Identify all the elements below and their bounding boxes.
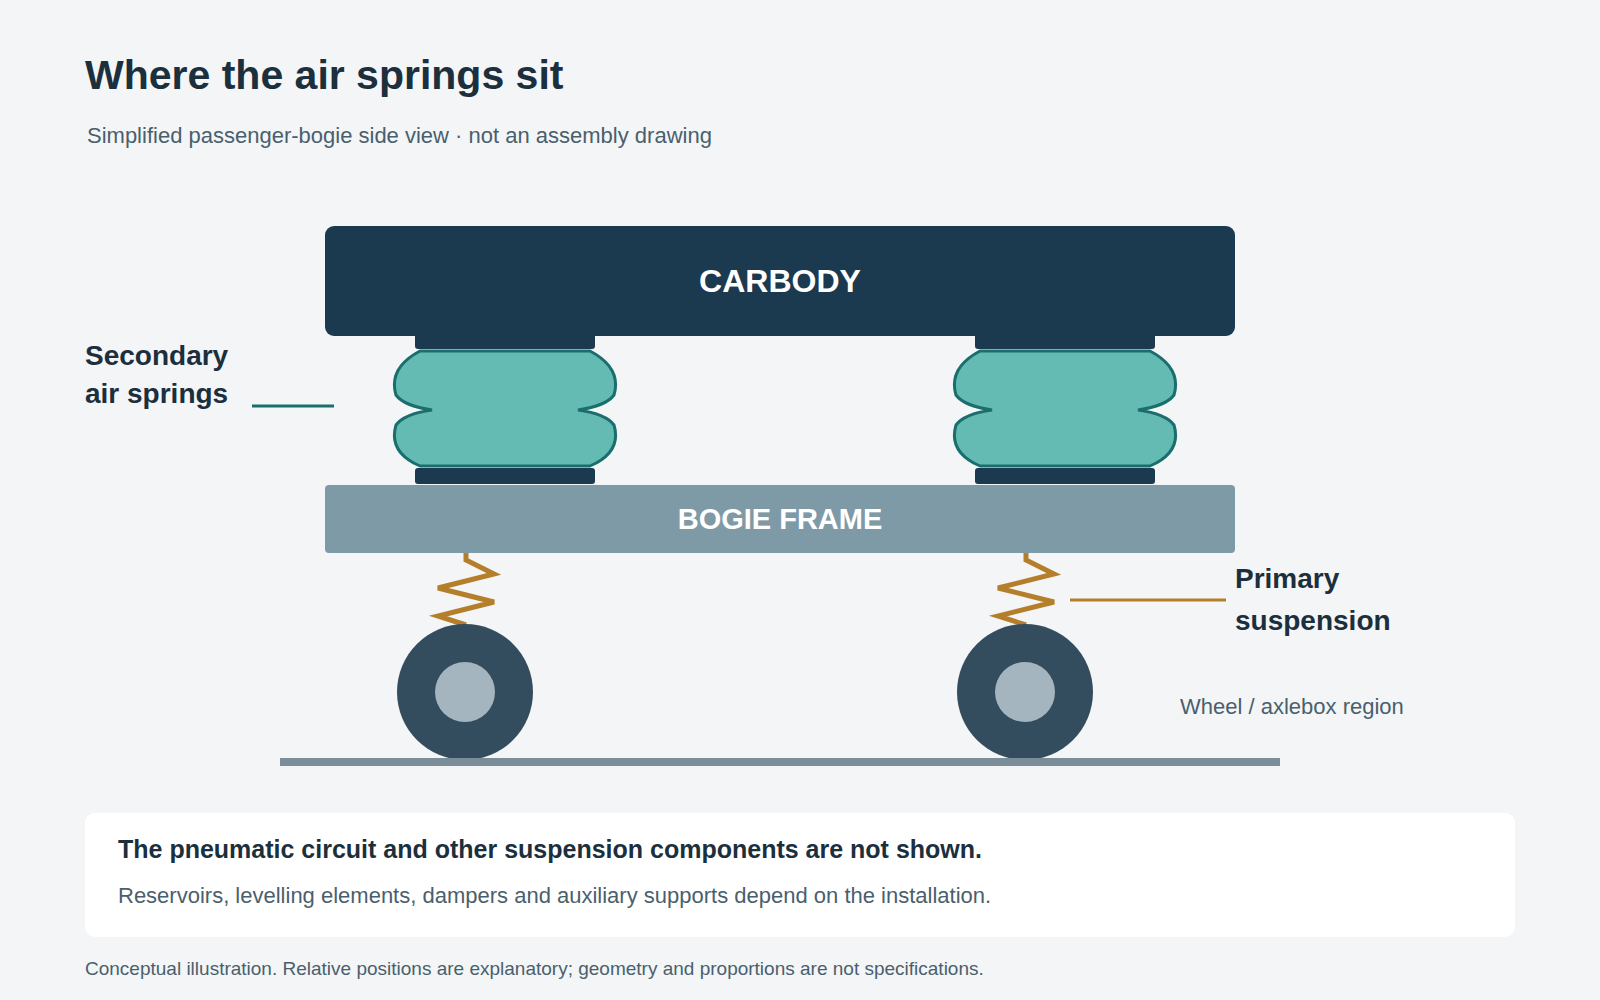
part-label: Secondary air springs xyxy=(85,337,255,413)
carbody-box: CARBODY xyxy=(325,226,1235,336)
page-title: Where the air springs sit xyxy=(85,52,563,99)
leader-line xyxy=(1070,599,1226,602)
node-body: Reservoirs, levelling elements, dampers … xyxy=(118,883,991,909)
node-heading: CARBODY xyxy=(699,263,861,300)
subtitle: Simplified passenger-bogie side view · n… xyxy=(87,123,712,149)
caption: Conceptual illustration. Relative positi… xyxy=(85,958,984,980)
region-label: Wheel / axlebox region xyxy=(1180,694,1404,720)
bogie-frame-box: BOGIE FRAME xyxy=(325,485,1235,553)
node-heading: The pneumatic circuit and other suspensi… xyxy=(118,835,982,864)
note-panel: The pneumatic circuit and other suspensi… xyxy=(85,813,1515,937)
node-heading: BOGIE FRAME xyxy=(678,503,883,536)
rail xyxy=(280,758,1280,766)
part-label: Primary suspension xyxy=(1235,558,1405,642)
leader-line xyxy=(252,405,334,408)
